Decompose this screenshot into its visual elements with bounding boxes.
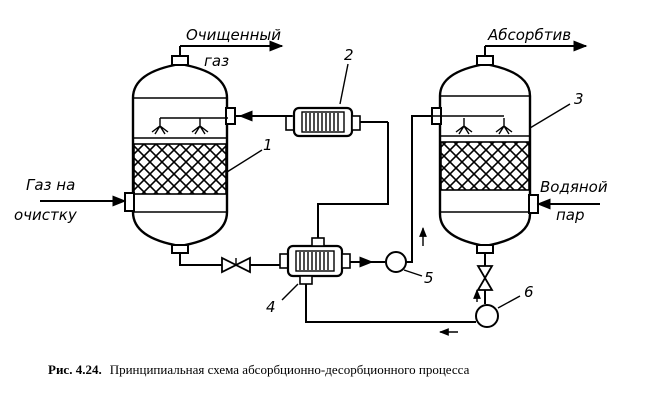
label-cooler-number: 2: [344, 46, 354, 64]
desorber-spray-icon: [432, 115, 513, 135]
figure-title: Принципиальная схема абсорбционно-десорб…: [110, 362, 470, 377]
pump5-to-desorber-pipe: [406, 115, 432, 263]
desorber-column: [431, 46, 539, 254]
absorbate-label: Абсорбтив: [487, 26, 571, 44]
figure-number: Рис. 4.24.: [48, 362, 102, 377]
label-absorber-number: 1: [263, 136, 273, 154]
lean-absorbent-pipe: [317, 122, 389, 238]
gas-inlet-label: Газ на: [26, 176, 75, 194]
purified-gas-label: Очищенный: [186, 26, 281, 44]
pump-5: [385, 251, 407, 273]
pump-6: [475, 304, 499, 328]
desorber-packing: [440, 141, 530, 191]
absorber-packing: [133, 143, 227, 195]
heat-exchanger: [279, 237, 351, 285]
absorber-column: [124, 46, 236, 254]
valve-icon: [221, 256, 251, 274]
label-pump-6-number: 6: [524, 283, 534, 301]
absorber-spray-icon: [151, 117, 228, 135]
steam-label-2: пар: [556, 206, 585, 224]
gas-inlet-label-2: очистку: [14, 206, 78, 224]
label-heat-exchanger-number: 4: [266, 298, 276, 316]
rich-absorbent-pipe: [179, 253, 222, 266]
cooler: [235, 106, 388, 138]
purified-gas-label-2: газ: [204, 52, 229, 70]
figure-caption: Рис. 4.24. Принципиальная схема абсорбци…: [48, 361, 470, 378]
bottom-valve-icon: [476, 265, 494, 291]
label-desorber-number: 3: [574, 90, 584, 108]
return-pipe: [305, 284, 476, 323]
steam-label: Водяной: [540, 178, 608, 196]
label-pump-5-number: 5: [424, 269, 434, 287]
